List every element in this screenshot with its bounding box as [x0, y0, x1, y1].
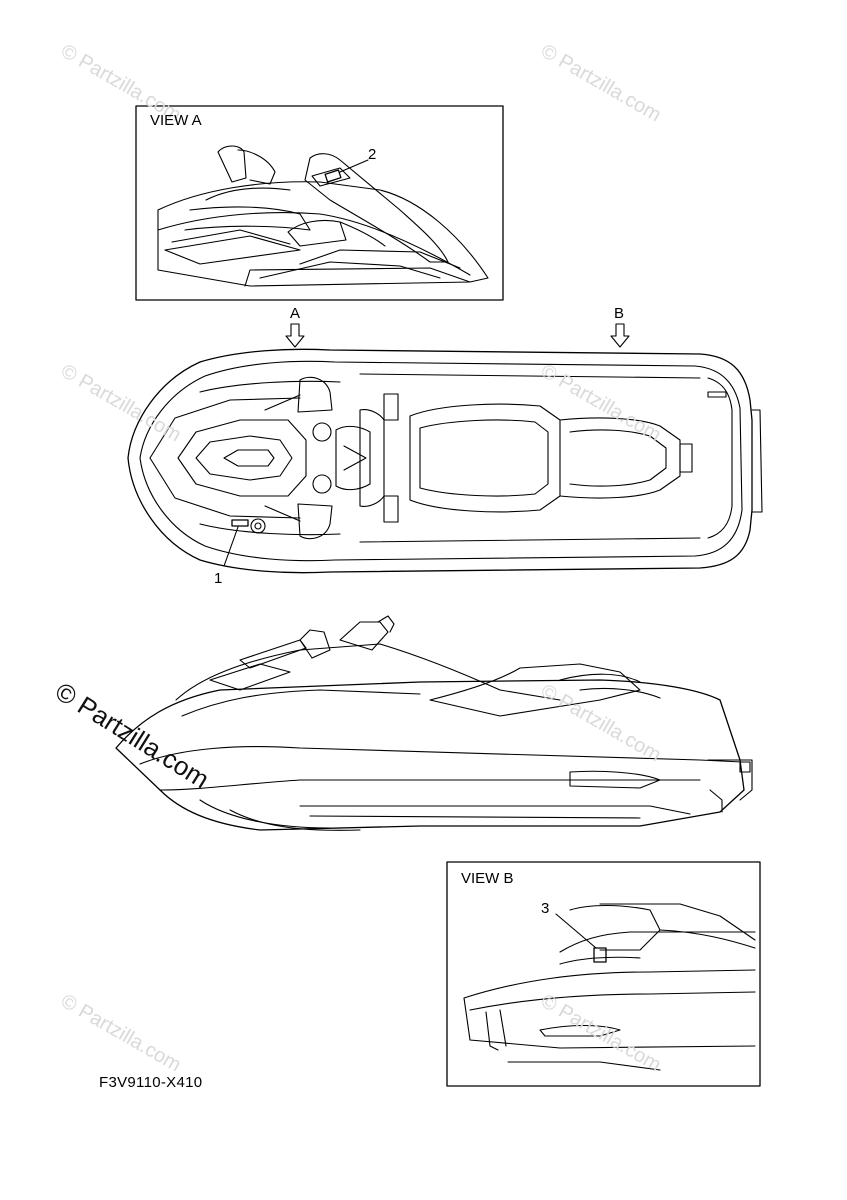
arrow-b: [610, 323, 630, 348]
callout-1: 1: [214, 570, 223, 587]
arrow-a-label: A: [290, 305, 301, 322]
view-a-title: VIEW A: [150, 112, 202, 129]
callout-3: 3: [541, 900, 550, 917]
arrow-b-label: B: [614, 305, 625, 322]
diagram-code: F3V9110-X410: [99, 1074, 203, 1091]
view-b-frame: [446, 861, 761, 1087]
view-b-title: VIEW B: [461, 870, 514, 887]
view-a-panel: [135, 105, 504, 301]
callout-2: 2: [368, 146, 377, 163]
side-view-watercraft: [115, 615, 753, 831]
top-view-watercraft: [127, 348, 763, 574]
arrow-a: [285, 323, 305, 348]
view-b-panel: [446, 861, 761, 1087]
view-a-frame: [135, 105, 504, 301]
view-b-drawing: [463, 903, 756, 1071]
view-a-drawing: [157, 145, 489, 287]
